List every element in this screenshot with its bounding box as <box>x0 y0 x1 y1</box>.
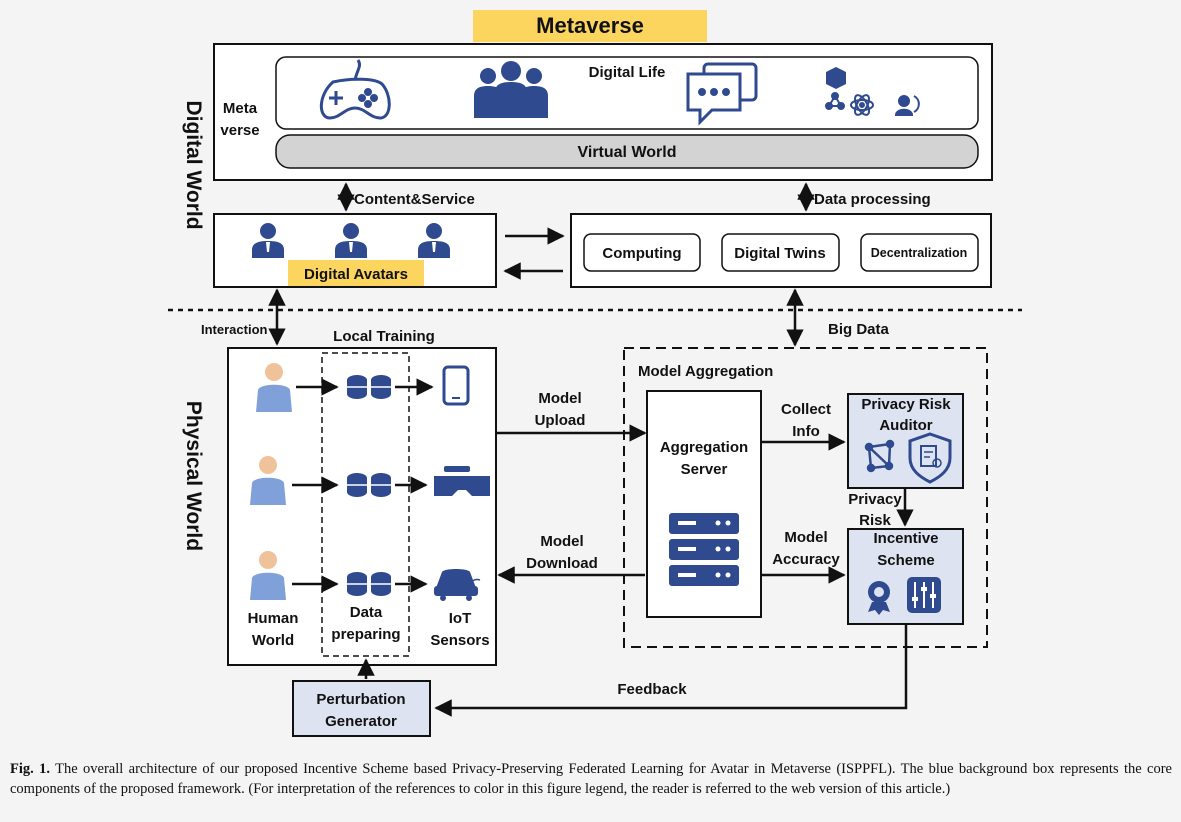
figure-caption: Fig. 1. The overall architecture of our … <box>10 760 1172 799</box>
aggregation-server-label-line1: Aggregation <box>660 439 748 456</box>
model-accuracy-label-line1: Model <box>784 529 827 546</box>
meta-label-line1: Meta <box>223 100 258 117</box>
decentralization-box <box>860 233 979 272</box>
avatar-icon-3 <box>418 223 450 258</box>
server-rack-icon <box>669 513 739 586</box>
smartphone-icon <box>442 365 470 406</box>
metaverse-title-box <box>473 10 707 42</box>
perturbation-generator-label-line2: Generator <box>325 713 397 730</box>
computing-box <box>583 233 701 272</box>
chat-bubbles-icon <box>686 62 758 126</box>
digital-twins-box <box>721 233 840 272</box>
interaction-label: Interaction <box>201 322 268 337</box>
figure-caption-text: The overall architecture of our proposed… <box>10 761 1172 797</box>
aggregation-server-label-line2: Server <box>681 461 728 478</box>
digital-avatars-label: Digital Avatars <box>304 266 408 283</box>
incentive-scheme-label-line1: Incentive <box>873 530 938 547</box>
privacy-risk-label-line2: Risk <box>859 512 891 529</box>
human-icon-3 <box>250 551 286 600</box>
meta-label-line2: verse <box>220 122 259 139</box>
model-aggregation-label: Model Aggregation <box>638 363 773 380</box>
human-icon-2 <box>250 456 286 505</box>
virtual-world-bar <box>275 134 979 169</box>
perturbation-generator-box <box>292 680 431 737</box>
database-icon-2 <box>347 473 391 497</box>
data-preparing-dashed-box <box>321 352 410 657</box>
avatar-icon-2 <box>335 223 367 258</box>
connected-car-icon <box>434 569 481 601</box>
figure-label: Fig. 1. <box>10 761 50 777</box>
digital-world-label: Digital World <box>182 100 205 229</box>
incentive-scheme-box <box>847 528 964 625</box>
privacy-risk-label-line1: Privacy <box>848 491 902 508</box>
local-training-label: Local Training <box>333 328 435 345</box>
privacy-risk-auditor-label-line1: Privacy Risk <box>861 396 951 413</box>
human-row-1 <box>256 363 470 412</box>
virtual-world-label: Virtual World <box>578 144 677 161</box>
digital-twins-label: Digital Twins <box>734 245 825 262</box>
digital-avatars-highlight <box>288 260 424 286</box>
metaverse-title: Metaverse <box>536 13 644 38</box>
cube-icon <box>826 67 846 89</box>
atom-icon <box>850 94 874 116</box>
model-aggregation-box <box>623 347 988 648</box>
human-row-3 <box>250 551 481 601</box>
architecture-diagram: Metaverse Digital World Physical World M… <box>168 10 1022 737</box>
physical-world-label: Physical World <box>182 401 205 551</box>
shield-document-icon <box>908 432 952 484</box>
privacy-risk-auditor-label-line2: Auditor <box>879 417 932 434</box>
vr-headset-icon <box>434 466 490 496</box>
digital-life-label: Digital Life <box>589 64 666 81</box>
human-world-label-line2: World <box>252 632 294 649</box>
network-nodes-icon <box>864 439 895 473</box>
model-upload-label-line1: Model <box>538 390 581 407</box>
iot-sensors-label-line2: Sensors <box>430 632 489 649</box>
perturbation-generator-label-line1: Perturbation <box>316 691 405 708</box>
molecule-icon <box>825 92 845 110</box>
data-preparing-label-line1: Data <box>350 604 383 621</box>
gamepad-icon <box>319 59 391 120</box>
content-service-label: Content&Service <box>354 191 475 208</box>
model-accuracy-label-line2: Accuracy <box>772 551 840 568</box>
feedback-arrow <box>434 625 908 717</box>
database-icon-1 <box>347 375 391 399</box>
incentive-scheme-label-line2: Scheme <box>877 552 935 569</box>
data-processing-label: Data processing <box>814 191 931 208</box>
model-upload-label-line2: Upload <box>535 412 586 429</box>
digital-life-box <box>275 56 979 130</box>
voice-user-icon <box>894 95 920 116</box>
equalizer-sliders-icon <box>907 577 941 613</box>
human-row-2 <box>250 456 490 505</box>
data-preparing-label-line2: preparing <box>331 626 400 643</box>
feedback-label: Feedback <box>617 681 687 698</box>
human-icon-1 <box>256 363 292 412</box>
avatar-icon-1 <box>252 223 284 258</box>
decentralization-label: Decentralization <box>871 246 968 260</box>
award-medal-icon <box>868 581 890 615</box>
big-data-label: Big Data <box>828 321 890 338</box>
model-download-label-line1: Model <box>540 533 583 550</box>
model-download-label-line2: Download <box>526 555 598 572</box>
computing-label: Computing <box>602 245 681 262</box>
collect-info-label-line1: Collect <box>781 401 831 418</box>
database-icon-3 <box>347 572 391 596</box>
collect-info-label-line2: Info <box>792 423 820 440</box>
human-world-label-line1: Human <box>248 610 299 627</box>
iot-sensors-label-line1: IoT <box>449 610 472 627</box>
user-group-icon <box>474 61 548 118</box>
